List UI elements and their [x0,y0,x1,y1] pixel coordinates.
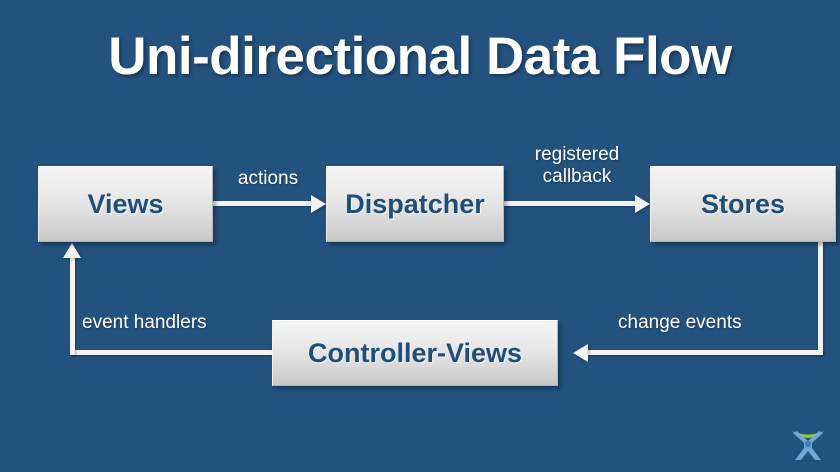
connector-stores-to-controller [588,350,823,355]
node-views[interactable]: Views [38,166,213,242]
arrowhead-right-stores [635,195,650,213]
node-dispatcher[interactable]: Dispatcher [326,166,504,242]
connector-views-to-dispatcher [213,201,311,206]
connector-dispatcher-to-stores [504,201,635,206]
edge-label-change-events: change events [618,312,742,333]
connector-controller-to-left [70,350,274,355]
person-arc-logo-icon [792,431,824,460]
edge-label-event-handlers: event handlers [82,312,207,333]
node-controller-views[interactable]: Controller-Views [272,320,558,386]
arrowhead-right-dispatcher [311,195,326,213]
node-stores[interactable]: Stores [650,166,836,242]
arrowhead-up-views [63,243,81,258]
connector-left-up-to-views [70,258,75,355]
page-title: Uni-directional Data Flow [108,27,732,86]
arrowhead-left-controller [573,344,588,362]
edge-label-actions: actions [237,168,299,189]
edge-label-registered-callback: registered callback [534,144,620,187]
connector-stores-down [818,242,823,355]
